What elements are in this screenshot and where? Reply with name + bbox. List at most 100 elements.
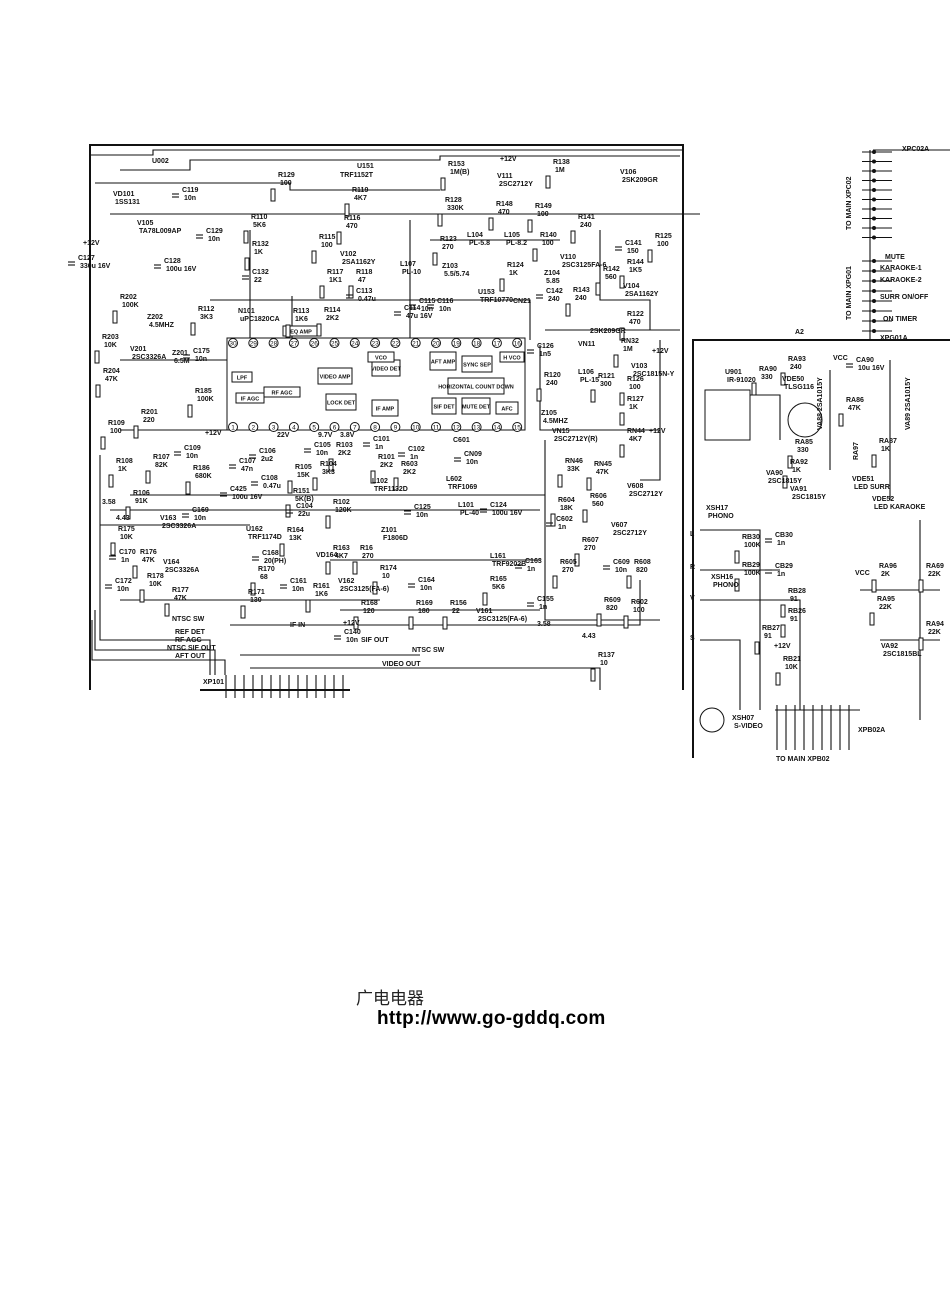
note-mute: MUTE bbox=[885, 254, 905, 261]
component-ref: RA94 bbox=[926, 621, 944, 628]
component-value: 270 bbox=[362, 553, 374, 560]
note-v3358b: 3.58 bbox=[537, 621, 551, 628]
component-ref: C128 bbox=[164, 258, 181, 265]
component-ref: CA90 bbox=[856, 357, 874, 364]
component-value: 100K bbox=[744, 570, 761, 577]
ic-pin bbox=[451, 338, 462, 348]
component-ref: CB30 bbox=[775, 532, 793, 539]
component-value: 2SK209GR bbox=[622, 177, 658, 184]
component-value: 2SC3326A bbox=[132, 354, 166, 361]
ic-pin-label: 9 bbox=[394, 425, 398, 432]
component-value: 2K2 bbox=[403, 469, 416, 476]
component-value: 100K bbox=[744, 542, 761, 549]
component-value: 1K bbox=[118, 466, 127, 473]
component-ref: R151 bbox=[293, 488, 310, 495]
component-value: 0.47u bbox=[263, 483, 281, 490]
component-ref: R141 bbox=[578, 214, 595, 221]
component-value: 91 bbox=[790, 596, 798, 603]
component-value: 22u bbox=[298, 511, 310, 518]
ic-pin-label: 20 bbox=[432, 341, 440, 348]
component-value: 100 bbox=[110, 428, 122, 435]
block-label: RF AGC bbox=[272, 391, 293, 397]
block-label: LPF bbox=[237, 376, 248, 382]
component-ref: R122 bbox=[627, 311, 644, 318]
ic-pin bbox=[228, 422, 238, 432]
component-value: 120 bbox=[363, 608, 375, 615]
component-ref: C109 bbox=[184, 445, 201, 452]
note-u002: U002 bbox=[152, 158, 169, 165]
component-value: 270 bbox=[584, 545, 596, 552]
component-value: 1M bbox=[555, 167, 565, 174]
panel-board-frame bbox=[692, 149, 950, 758]
component-value: 5.5/5.74 bbox=[444, 271, 469, 278]
component-ref: R153 bbox=[448, 161, 465, 168]
component-value: PL-40 bbox=[460, 510, 479, 517]
component-ref: R202 bbox=[120, 294, 137, 301]
component-value: 2SA1162Y bbox=[342, 259, 376, 266]
ic-pin bbox=[491, 422, 502, 432]
component-value: 560 bbox=[605, 274, 617, 281]
component-ref: R101 bbox=[378, 454, 395, 461]
component-value: 22K bbox=[879, 604, 892, 611]
component-ref: R105 bbox=[295, 464, 312, 471]
component-ref: RB29 bbox=[742, 562, 760, 569]
ic-pin bbox=[349, 338, 360, 348]
component-value: TA78L009AP bbox=[139, 228, 182, 235]
note-p12d: +12V bbox=[649, 428, 666, 435]
ic-pin-label: 25 bbox=[331, 341, 339, 348]
component-ref: R128 bbox=[445, 197, 462, 204]
ic-pin bbox=[431, 338, 441, 348]
component-ref: R125 bbox=[655, 233, 672, 240]
component-ref: RB28 bbox=[788, 588, 806, 595]
component-value: 2u2 bbox=[261, 456, 273, 463]
component-ref: N101 bbox=[238, 308, 255, 315]
component-ref: V161 bbox=[476, 608, 492, 615]
note-sifout: SIF OUT bbox=[361, 637, 389, 644]
ic-pin-label: 10 bbox=[412, 425, 420, 432]
ic-pin bbox=[512, 338, 523, 348]
note-p12a: +12V bbox=[500, 156, 517, 163]
component-value: 15K bbox=[297, 472, 310, 479]
component-ref: V607 bbox=[611, 522, 627, 529]
component-ref: C107 bbox=[239, 458, 256, 465]
component-value: 560 bbox=[592, 501, 604, 508]
component-ref: C115 bbox=[419, 298, 435, 305]
block-label: IF AMP bbox=[376, 407, 395, 413]
ic-pin-label: 22 bbox=[392, 341, 400, 348]
component-ref: V104 bbox=[623, 283, 639, 290]
component-ref: VDE51 bbox=[852, 476, 874, 483]
component-value: 1K bbox=[629, 404, 638, 411]
component-ref: R132 bbox=[252, 241, 269, 248]
ic-pin bbox=[390, 338, 401, 348]
component-value: 10K bbox=[149, 581, 162, 588]
component-value: 82K bbox=[155, 462, 168, 469]
component-value: 100 bbox=[657, 241, 669, 248]
component-ref: R607 bbox=[582, 537, 599, 544]
component-value: 10n bbox=[439, 306, 451, 313]
ic-pin-label: 24 bbox=[351, 341, 359, 348]
